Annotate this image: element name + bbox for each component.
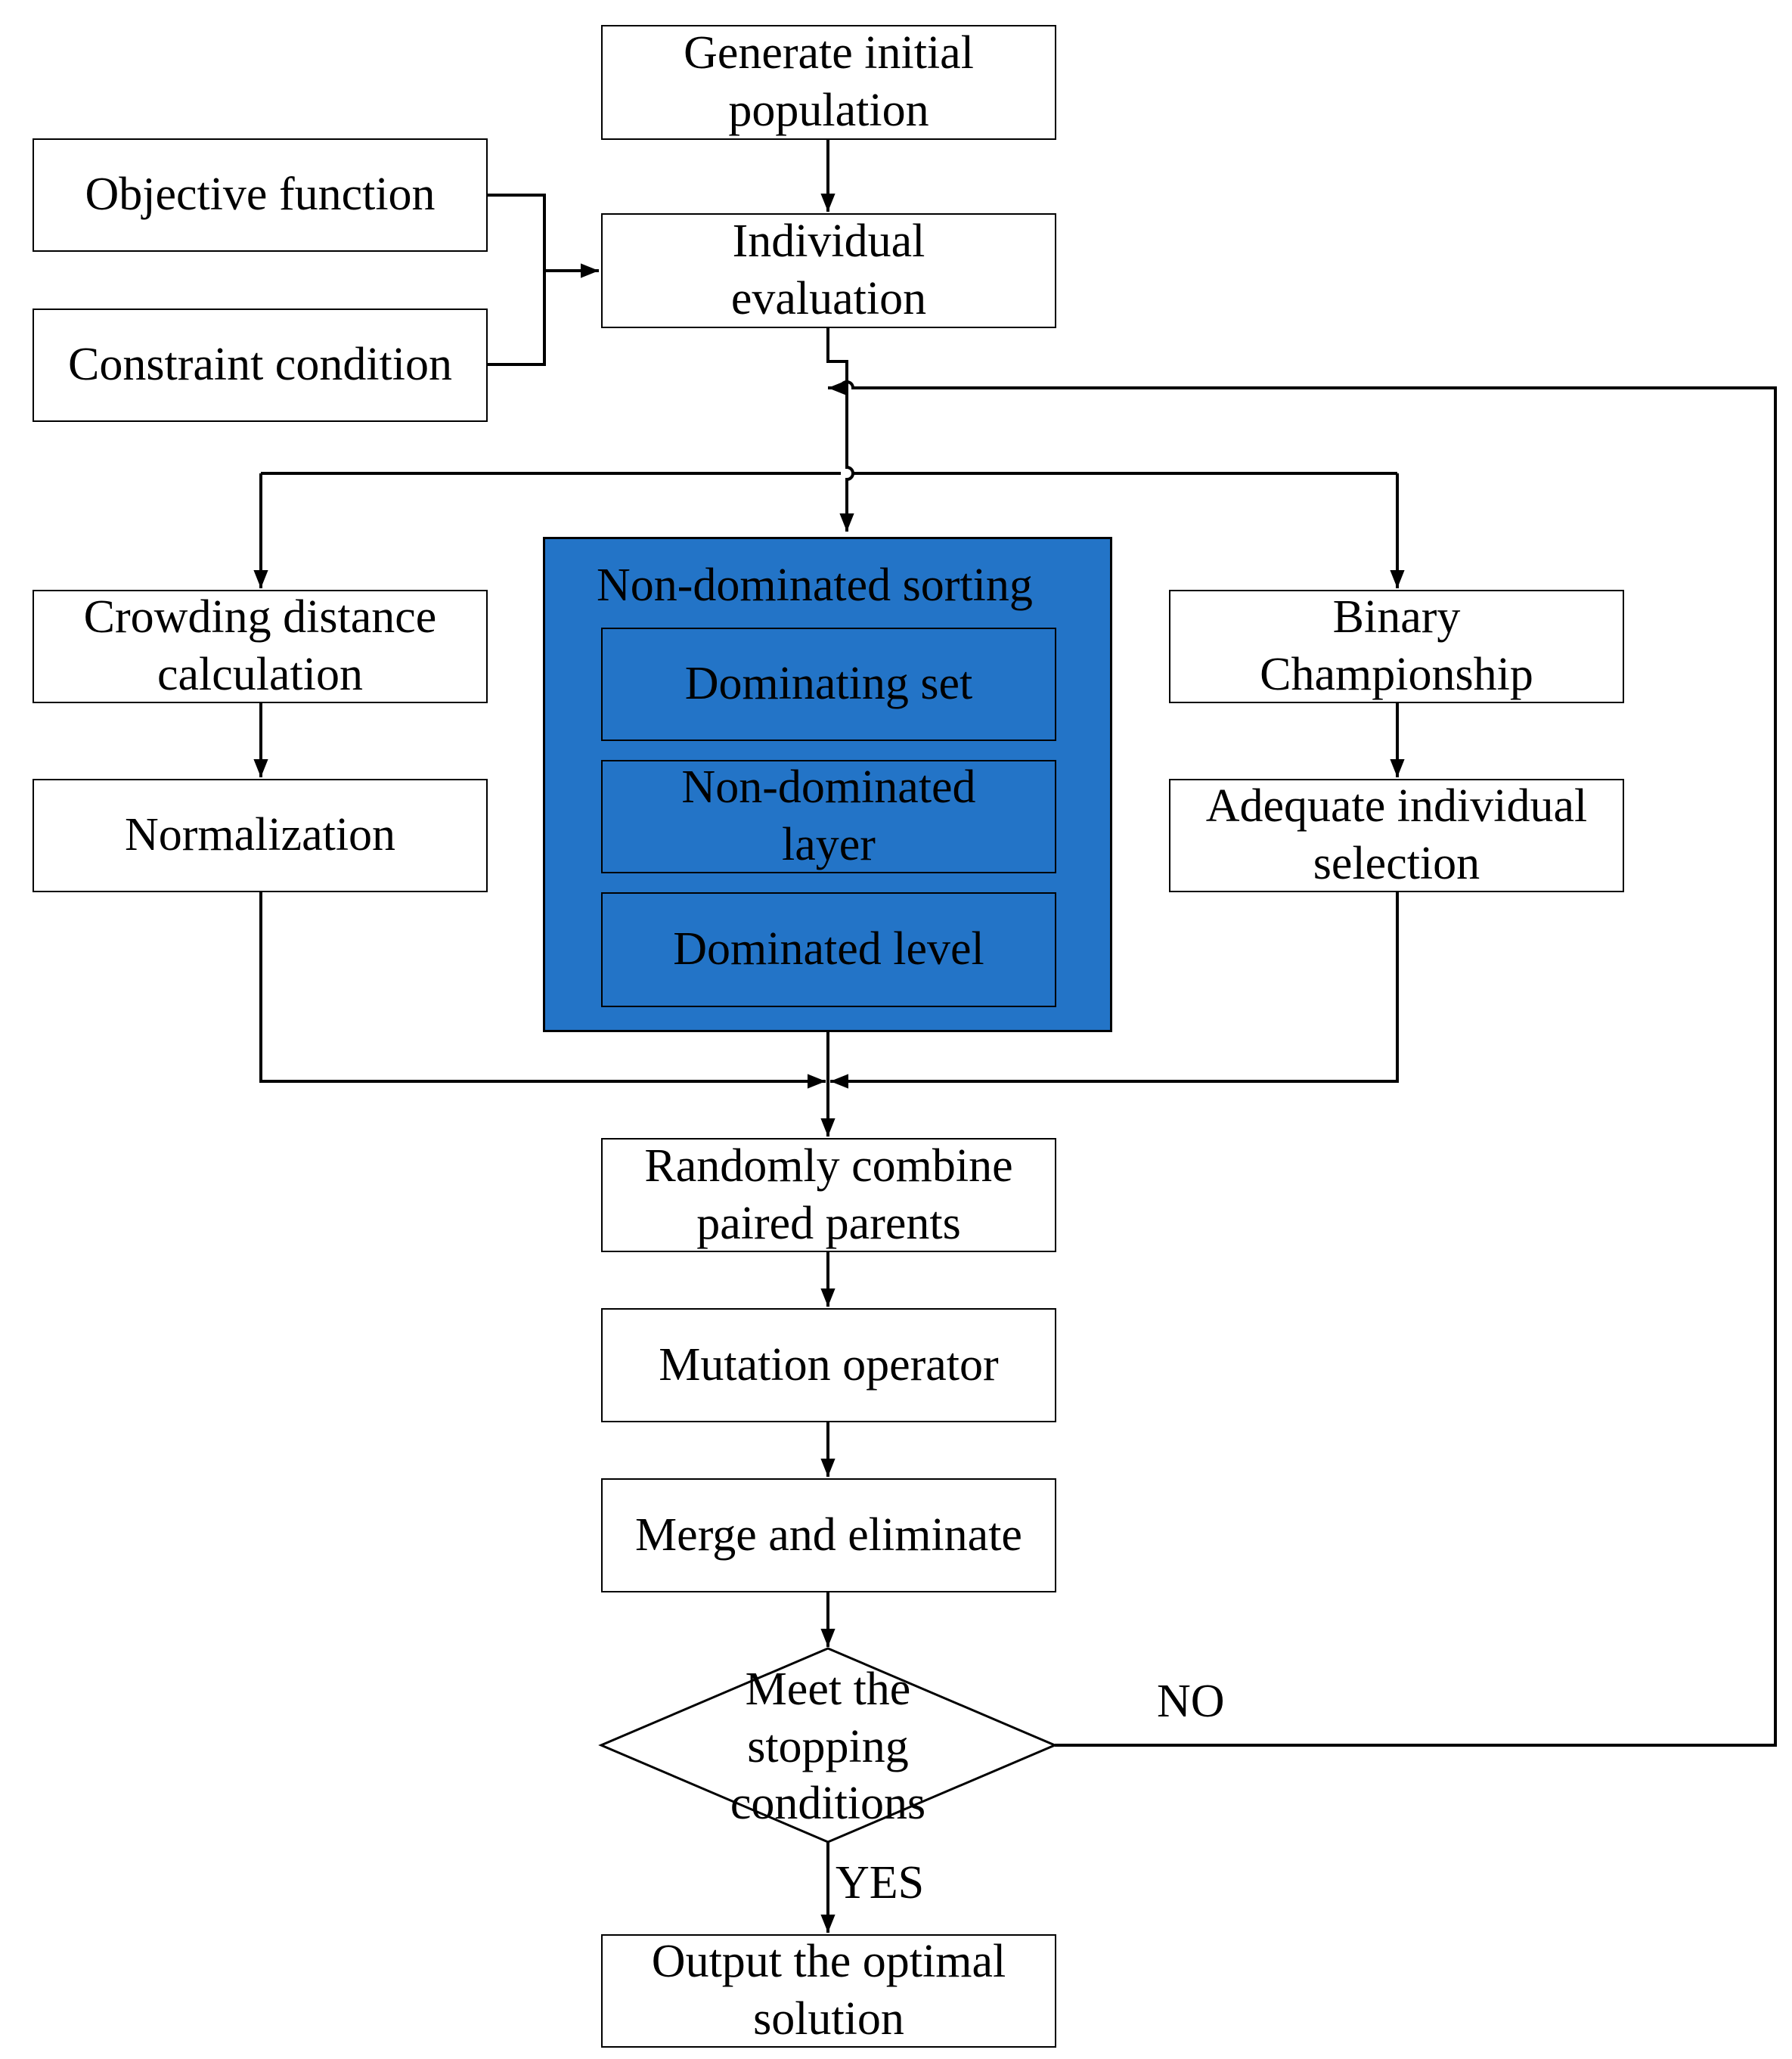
decision-diamond	[598, 1647, 1058, 1843]
stopping-conditions-label: Meet the stopping conditions	[730, 1664, 926, 1830]
no-edge-label: NO	[1157, 1676, 1225, 1727]
randomly-combine-node: Randomly combine paired parents	[601, 1138, 1056, 1252]
objective-function-node: Objective function	[33, 138, 488, 252]
merge-eliminate-node: Merge and eliminate	[601, 1478, 1056, 1592]
normalization-node: Normalization	[33, 779, 488, 892]
generate-population-node: Generate initial population	[601, 25, 1056, 140]
edge-normalization-to-merge	[259, 892, 826, 1089]
non-dominated-layer-node: Non-dominated layer	[601, 760, 1056, 873]
output-optimal-node: Output the optimal solution	[601, 1934, 1056, 2048]
individual-evaluation-node: Individual evaluation	[601, 213, 1056, 328]
edge-evaluation-to-sorting	[826, 328, 854, 532]
constraint-condition-node: Constraint condition	[33, 309, 488, 422]
dominated-level-node: Dominated level	[601, 892, 1056, 1007]
binary-championship-node: Binary Championship	[1169, 590, 1624, 703]
yes-edge-label: YES	[836, 1857, 925, 1909]
edge-objective-to-evaluation	[488, 194, 546, 366]
mutation-operator-node: Mutation operator	[601, 1308, 1056, 1422]
edge-adequate-to-merge	[830, 892, 1399, 1089]
dominating-set-node: Dominating set	[601, 628, 1056, 741]
adequate-selection-node: Adequate individual selection	[1169, 779, 1624, 892]
edge-no-loopback	[828, 380, 1777, 1747]
crowding-distance-node: Crowding distance calculation	[33, 590, 488, 703]
non-dominated-sorting-title: Non-dominated sorting	[597, 560, 1033, 611]
